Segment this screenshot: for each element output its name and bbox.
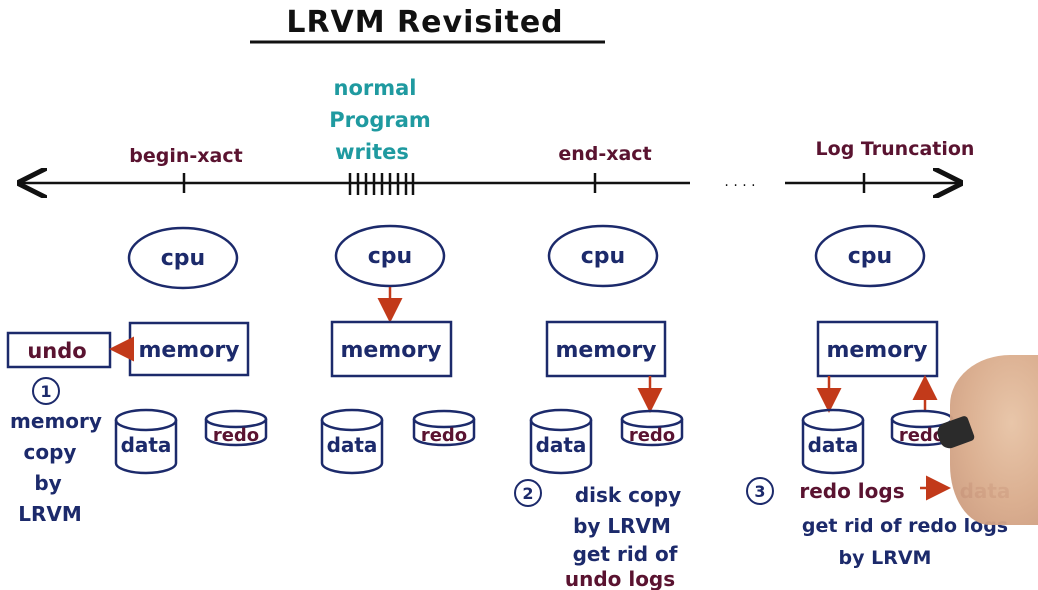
label-begin-xact: begin-xact (129, 145, 242, 167)
data-cylinder (114, 408, 178, 475)
note3-redo-logs: redo logs (799, 479, 904, 503)
note1-line3: by (34, 471, 61, 495)
note3-marker-circle (746, 477, 774, 505)
data-label: data (121, 433, 172, 457)
memory-label: memory (555, 338, 656, 363)
redo-cylinder (204, 409, 268, 447)
redo-label: redo (899, 425, 945, 446)
label-writes: writes (335, 140, 409, 164)
label-log-truncation: Log Truncation (816, 138, 975, 160)
memory-label: memory (340, 338, 441, 363)
note3-marker: 3 (754, 482, 765, 501)
memory-label: memory (826, 338, 927, 363)
memory-box (816, 320, 939, 378)
redo-label: redo (421, 425, 467, 446)
cpu-ellipse (547, 224, 659, 288)
note2-marker-circle (514, 479, 542, 507)
tick-normal-writes (348, 173, 415, 195)
note2-line4: undo logs (565, 567, 675, 590)
page-title: LRVM Revisited (286, 5, 563, 40)
note1-line4: LRVM (18, 502, 82, 526)
column-normal-writes: cpu memory data redo (320, 224, 476, 475)
column-log-truncation: cpu memory data redo (801, 224, 954, 475)
data-label: data (808, 433, 859, 457)
redo-label: redo (629, 425, 675, 446)
data-label: data (536, 433, 587, 457)
cpu-ellipse (127, 226, 239, 290)
note1-line1: memory (10, 409, 102, 433)
cpu-label: cpu (368, 244, 412, 269)
memory-label: memory (138, 338, 239, 363)
data-label: data (327, 433, 378, 457)
note-memory-copy: 1 memory copy by LRVM (10, 377, 102, 526)
column-end-xact: cpu memory data redo (529, 224, 684, 475)
data-cylinder (529, 408, 593, 475)
cpu-label: cpu (161, 246, 205, 271)
note1-marker: 1 (40, 382, 51, 401)
undo-label: undo (27, 339, 86, 363)
memory-box (545, 320, 667, 378)
note1-marker-circle (32, 377, 60, 405)
data-cylinder (320, 408, 384, 475)
data-cylinder (801, 408, 865, 475)
note2-line3: get rid of (573, 542, 678, 566)
note-disk-copy: 2 disk copy by LRVM get rid of undo logs (514, 479, 681, 590)
redo-cylinder (412, 409, 476, 447)
label-program: Program (329, 108, 431, 132)
cpu-ellipse (814, 224, 926, 288)
redo-cylinder (620, 409, 684, 447)
memory-box (330, 320, 453, 378)
label-end-xact: end-xact (558, 143, 651, 165)
cpu-label: cpu (581, 244, 625, 269)
label-normal: normal (334, 76, 417, 100)
note2-line1: disk copy (575, 483, 681, 507)
note1-line2: copy (24, 440, 77, 464)
note2-marker: 2 (522, 484, 533, 503)
column-begin-xact: cpu memory undo data redo (6, 226, 268, 475)
cpu-label: cpu (848, 244, 892, 269)
redo-label: redo (213, 425, 259, 446)
timeline-ellipsis: · · · · (724, 178, 755, 194)
cpu-ellipse (334, 224, 446, 288)
note3-line2: get rid of redo logs (802, 515, 1008, 537)
note2-line2: by LRVM (573, 514, 671, 538)
note3-line3: by LRVM (839, 547, 932, 569)
